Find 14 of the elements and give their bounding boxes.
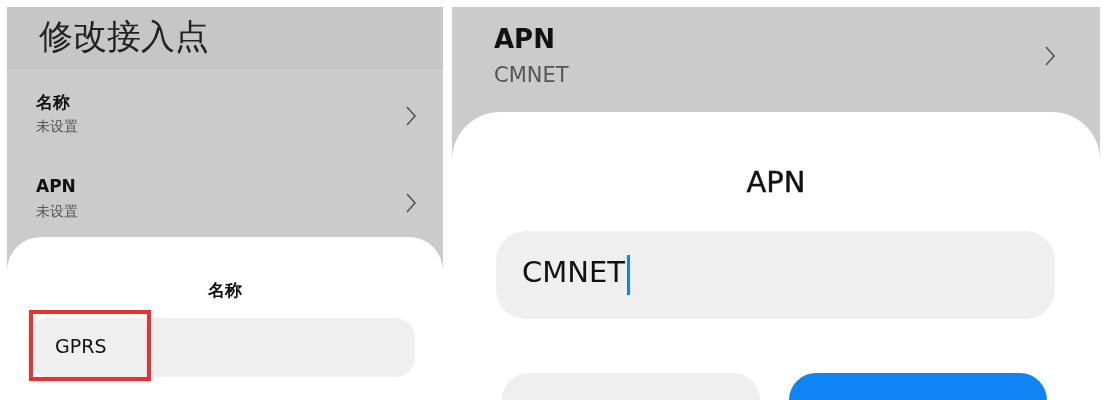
input-text: CMNET	[522, 255, 625, 289]
input-text: GPRS	[55, 335, 107, 357]
row-title: APN	[36, 176, 76, 196]
row-value: 未设置	[36, 203, 78, 221]
dialog-title: 名称	[207, 279, 243, 302]
row-value: 未设置	[36, 118, 78, 136]
confirm-button	[789, 373, 1047, 400]
dialog-title: APN	[745, 165, 807, 199]
page-title: 修改接入点	[39, 15, 209, 58]
row-title: APN	[494, 24, 555, 54]
input-field	[28, 318, 415, 377]
row-value: CMNET	[494, 63, 569, 87]
row-title: 名称	[36, 91, 70, 114]
input-field	[496, 231, 1055, 319]
